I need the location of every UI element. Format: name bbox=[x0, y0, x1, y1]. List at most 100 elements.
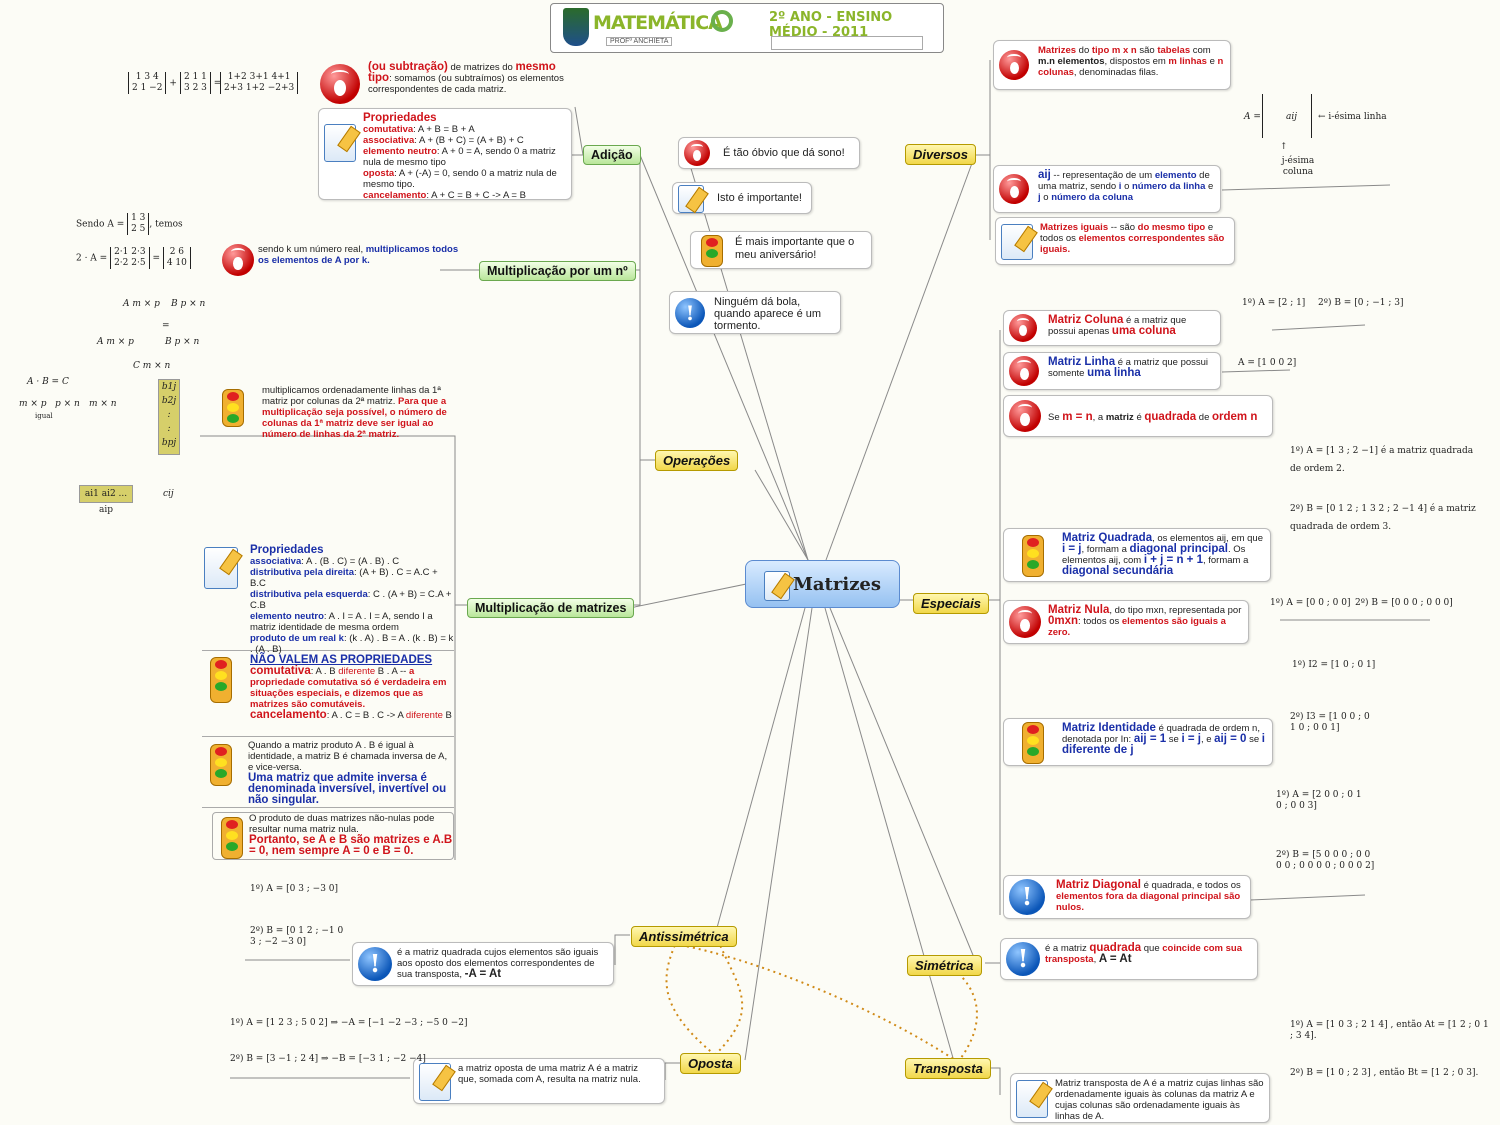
branch-oposta[interactable]: Oposta bbox=[680, 1053, 741, 1074]
traffic-light-icon bbox=[1022, 722, 1044, 764]
adicao-prop-title: Propriedades bbox=[363, 112, 437, 124]
ident-p6: , e bbox=[1200, 734, 1215, 745]
mult-numero-a-r2: 2 5 bbox=[131, 224, 146, 234]
legend-aniversario-text: É mais importante que o meu aniversário! bbox=[735, 236, 855, 261]
aij-p9: j bbox=[1038, 192, 1041, 203]
branch-mult-numero[interactable]: Multiplicação por um nº bbox=[479, 261, 636, 281]
mult-regra-p2: Para que a multiplicação seja possível, … bbox=[262, 396, 447, 440]
legend-aniversario: É mais importante que o meu aniversário! bbox=[690, 231, 872, 269]
ex-coluna-2: 2º) B = [0 ; −1 ; 3] bbox=[1318, 298, 1404, 308]
branch-simetrica[interactable]: Simétrica bbox=[907, 955, 982, 976]
property-key: associativa bbox=[250, 556, 302, 567]
ex-antissimetrica-1: 1º) A = [0 3 ; −3 0] bbox=[250, 884, 339, 894]
nula-p1: Matriz Nula bbox=[1048, 604, 1110, 616]
comut-v2: diferente bbox=[338, 666, 376, 677]
adicao-a-row2: 2 1 −2 bbox=[132, 83, 163, 93]
branch-transposta[interactable]: Transposta bbox=[905, 1058, 991, 1079]
diag-p4: , formam a bbox=[1081, 544, 1130, 555]
mult-numero-a-r1: 1 3 bbox=[131, 213, 146, 223]
central-topic[interactable]: Matrizes bbox=[745, 560, 900, 608]
linha-v2: uma linha bbox=[1087, 367, 1141, 379]
aij-p7: número da linha bbox=[1132, 181, 1206, 192]
linha-v1: é a matriz que possui somente bbox=[1048, 357, 1209, 379]
sim-p4: coincide com sua transposta bbox=[1045, 943, 1242, 965]
property-key: elemento neutro bbox=[250, 611, 324, 622]
adicao-soma-text: (ou subtração) de matrizes do mesmo tipo… bbox=[320, 61, 570, 106]
quad-p5: é bbox=[1133, 412, 1145, 423]
tipo-p2: do bbox=[1076, 45, 1092, 56]
adicao-c-row1: 1+2 3+1 4+1 bbox=[227, 72, 291, 82]
mult-inversa: Quando a matriz produto A . B é igual à … bbox=[202, 740, 454, 808]
branch-adicao[interactable]: Adição bbox=[583, 145, 641, 165]
mult-numero-t1: sendo k um número real, bbox=[258, 244, 366, 255]
note-pencil-icon bbox=[204, 547, 238, 589]
fig-amp: A m × p bbox=[123, 299, 160, 309]
fig-col-item: b2j bbox=[161, 396, 177, 406]
property-key: distributiva pela esquerda bbox=[250, 589, 368, 600]
ring-logo bbox=[711, 10, 733, 32]
aij-p10: o bbox=[1040, 192, 1052, 203]
quad-p3: , a bbox=[1092, 412, 1106, 423]
header-title: MATEMÁTICA bbox=[593, 12, 723, 34]
property-value: : A + B = B + A bbox=[413, 124, 475, 135]
diag-p2: , os elementos aij, em que bbox=[1152, 533, 1264, 544]
mult-regra-p1: multiplicamos ordenadamente linhas da 1ª… bbox=[262, 385, 441, 407]
traffic-light-icon bbox=[222, 389, 244, 427]
sleepy-face-icon bbox=[1009, 314, 1037, 342]
diag-p5: diagonal principal bbox=[1129, 543, 1228, 555]
legend-tormento-text: Ninguém dá bola, quando aparece é um tor… bbox=[714, 296, 822, 332]
ex-antissimetrica-2: 2º) B = [0 1 2 ; −1 0 3 ; −2 −3 0] bbox=[250, 926, 344, 947]
sleepy-face-icon bbox=[999, 50, 1029, 80]
branch-mult-matrizes[interactable]: Multiplicação de matrizes bbox=[467, 598, 635, 618]
diag-p8: , formam a bbox=[1202, 555, 1249, 566]
mult-nao-valem: NÃO VALEM AS PROPRIEDADES comutativa: A … bbox=[202, 654, 454, 737]
antissimetrica-card: ! é a matriz quadrada cujos elementos sã… bbox=[352, 942, 614, 986]
transposta-card: Matriz transposta de A é a matriz cujas … bbox=[1010, 1073, 1270, 1123]
ex-nula-2: 2º) B = [0 0 0 ; 0 0 0] bbox=[1355, 598, 1453, 608]
tipo-p10: e bbox=[1206, 56, 1218, 67]
ex-oposta-2: 2º) B = [3 −1 ; 2 4] ⇒ −B = [−3 1 ; −2 −… bbox=[230, 1054, 426, 1064]
ident-p8: se bbox=[1246, 734, 1262, 745]
coluna-v1: é a matriz que possui apenas bbox=[1048, 315, 1187, 337]
property-value: : (k . A) . B = A . (k . B) = k . (A . B… bbox=[250, 633, 454, 655]
legend-importante: Isto é importante! bbox=[672, 182, 812, 214]
note-pencil-icon bbox=[324, 124, 356, 162]
adicao-b-row1: 2 1 1 bbox=[184, 72, 207, 82]
aij-p2: -- representação de um bbox=[1050, 170, 1155, 181]
ident-p7: aij = 0 bbox=[1214, 733, 1247, 745]
header-banner: MATEMÁTICA 2º ANO - ENSINO MÉDIO - 2011 … bbox=[550, 3, 944, 53]
note-pencil-icon bbox=[1001, 224, 1033, 260]
ident-p9: i diferente de j bbox=[1062, 733, 1265, 756]
comut-v3: B . A -- bbox=[375, 666, 409, 677]
fig-matrix-bracket bbox=[1262, 94, 1312, 138]
diag-p9: diagonal secundária bbox=[1062, 565, 1174, 577]
mult-propriedades: Propriedades associativa: A . (B . C) = … bbox=[202, 544, 454, 655]
adicao-soma-p1: (ou subtração) bbox=[368, 61, 448, 73]
diag-p6: . Os elementos aij, com bbox=[1062, 544, 1246, 566]
traffic-light-icon bbox=[1022, 535, 1044, 577]
property-value: : A + C = B + C -> A = B bbox=[426, 190, 526, 201]
branch-antissimetrica[interactable]: Antissimétrica bbox=[631, 926, 737, 947]
fig-col-item: : bbox=[167, 410, 171, 420]
quad-p1: Se bbox=[1048, 412, 1063, 423]
traffic-light-icon bbox=[221, 817, 243, 859]
branch-operacoes[interactable]: Operações bbox=[655, 450, 739, 471]
exclamation-icon: ! bbox=[1009, 879, 1045, 915]
fig-mp: m × p bbox=[19, 399, 47, 409]
iguais-p5: elementos correspondentes são iguais. bbox=[1040, 233, 1225, 255]
sim-p3: que bbox=[1141, 943, 1163, 954]
adicao-c-row2: 2+3 1+2 −2+3 bbox=[224, 83, 295, 93]
property-value: : A + (-A) = 0, sendo 0 a matriz nula de… bbox=[363, 168, 557, 190]
property-item: distributiva pela direita: (A + B) . C =… bbox=[250, 567, 454, 589]
fig-row-a: ai1 ai2 ... aip bbox=[79, 485, 133, 515]
sleepy-face-icon bbox=[1009, 400, 1041, 432]
mult-numero-sendo: Sendo bbox=[76, 219, 105, 230]
especiais-diagonal-matriz: ! Matriz Diagonal é quadrada, e todos os… bbox=[1003, 875, 1251, 919]
inversa-bold: Uma matriz que admite inversa é denomina… bbox=[248, 772, 447, 806]
especiais-diagonal: Matriz Quadrada, os elementos aij, em qu… bbox=[1003, 528, 1271, 582]
branch-especiais[interactable]: Especiais bbox=[913, 593, 989, 614]
fig-col-item: : bbox=[167, 424, 171, 434]
branch-diversos[interactable]: Diversos bbox=[905, 144, 976, 165]
fig-bpn2: B p × n bbox=[165, 337, 200, 347]
